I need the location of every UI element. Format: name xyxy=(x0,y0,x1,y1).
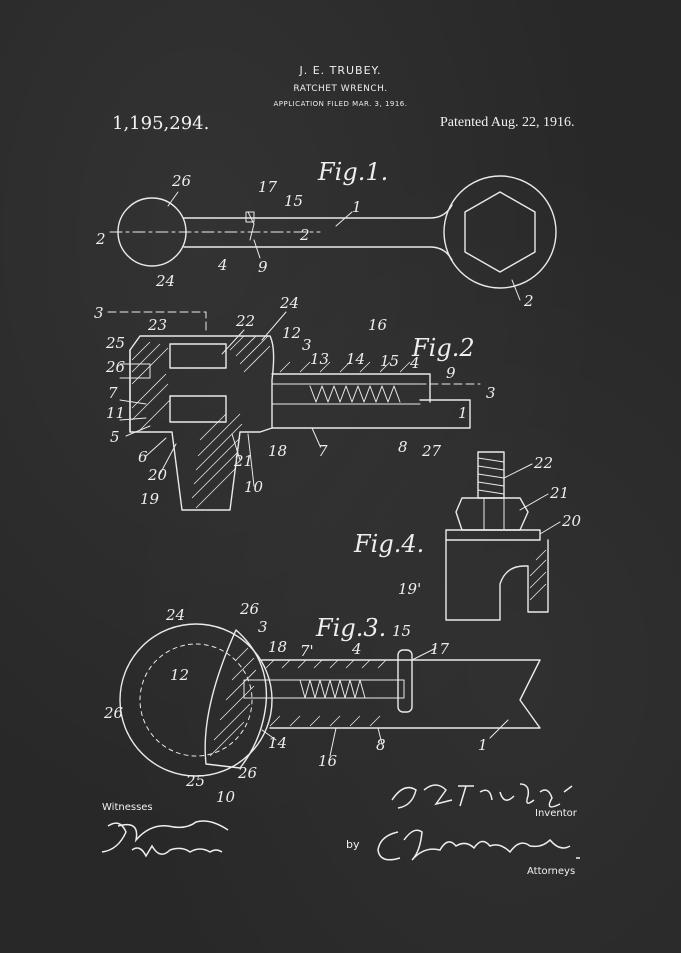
fig4-labels: 22 21 20 19' xyxy=(398,454,582,598)
label: 1 xyxy=(458,404,468,422)
label: 2 xyxy=(299,226,310,244)
label: 21 xyxy=(549,484,569,502)
label: 27 xyxy=(421,442,442,460)
inventor-signature xyxy=(391,783,573,809)
label: 26 xyxy=(103,704,124,722)
label: 7 xyxy=(318,442,328,460)
label: 16 xyxy=(318,752,338,770)
patent-number: 1,195,294. xyxy=(112,113,210,134)
label: 8 xyxy=(376,736,386,754)
label: 26 xyxy=(239,600,260,618)
label: 5 xyxy=(110,428,120,446)
label: 26 xyxy=(237,764,258,782)
label: 3 xyxy=(94,304,104,322)
label: 23 xyxy=(147,316,167,334)
label: 26 xyxy=(171,172,192,190)
attorneys-label: Attorneys xyxy=(527,866,576,877)
label: 4 xyxy=(351,640,362,658)
label: 19' xyxy=(398,580,421,598)
label: 3 xyxy=(302,336,312,354)
label: 16 xyxy=(368,316,388,334)
attorney-signature xyxy=(377,829,580,861)
fig3-wrench-cutaway: Fig.3. 24 26 3 18 7' 4 15 17 xyxy=(103,600,541,806)
application-filed: APPLICATION FILED MAR. 3, 1916. xyxy=(273,100,408,108)
witness-signature-1 xyxy=(101,820,229,853)
label: 13 xyxy=(310,350,329,368)
label: 7 xyxy=(108,384,118,402)
fig1-wrench-top-view: Fig.1. 26 17 15 1 2 2 24 4 9 2 xyxy=(95,158,557,310)
label: 12 xyxy=(170,666,189,684)
label: 15 xyxy=(392,622,411,640)
witnesses-label: Witnesses xyxy=(102,802,153,813)
label: 12 xyxy=(282,324,301,342)
patent-date: Patented Aug. 22, 1916. xyxy=(440,115,575,130)
fig4-stud-detail: Fig.4. 22 21 20 19' xyxy=(353,451,582,621)
fig3-title: Fig.3. xyxy=(315,614,386,642)
label: 14 xyxy=(346,350,365,368)
label: 20 xyxy=(147,466,168,484)
label: 26 xyxy=(105,358,126,376)
fig2-title: Fig.2 xyxy=(411,334,475,362)
label: 18 xyxy=(268,638,287,656)
label: 3 xyxy=(258,618,268,636)
label: 7' xyxy=(300,642,314,660)
label: 25 xyxy=(105,334,125,352)
label: 4 xyxy=(217,256,228,274)
label: 21 xyxy=(233,452,253,470)
label: 22 xyxy=(235,312,255,330)
fig1-title: Fig.1. xyxy=(317,158,388,186)
witness-signature-2 xyxy=(131,844,223,858)
label: 17 xyxy=(430,640,450,658)
label: 14 xyxy=(268,734,287,752)
label: 1 xyxy=(352,198,362,216)
fig3-labels: 24 26 3 18 7' 4 15 17 12 26 14 16 8 1 25… xyxy=(103,600,488,806)
label: 24 xyxy=(165,606,185,624)
inventor-header: J. E. TRUBEY. xyxy=(299,64,382,77)
label: 17 xyxy=(258,178,278,196)
label: 9 xyxy=(446,364,456,382)
label: 1 xyxy=(478,736,488,754)
label: 9 xyxy=(258,258,268,276)
fig1-labels: 26 17 15 1 2 2 24 4 9 2 xyxy=(95,172,534,310)
label: 25 xyxy=(185,772,205,790)
label: 2 xyxy=(523,292,534,310)
label: 24 xyxy=(155,272,175,290)
label: 8 xyxy=(398,438,408,456)
label: 20 xyxy=(561,512,582,530)
label: 4 xyxy=(409,354,420,372)
inventor-label: Inventor xyxy=(535,808,577,819)
label: 3 xyxy=(486,384,496,402)
fig2-labels: 3 24 22 12 23 3 16 25 26 13 14 15 4 9 3 … xyxy=(94,294,496,508)
patent-title: RATCHET WRENCH. xyxy=(293,84,388,94)
label: 24 xyxy=(279,294,299,312)
label: 15 xyxy=(284,192,303,210)
label: 19 xyxy=(140,490,160,508)
label: 10 xyxy=(216,788,236,806)
label: 15 xyxy=(380,352,399,370)
label: 18 xyxy=(268,442,287,460)
label: 2 xyxy=(95,230,106,248)
label: 10 xyxy=(244,478,264,496)
label: 11 xyxy=(106,404,125,422)
by-label: by xyxy=(346,838,360,851)
label: 6 xyxy=(138,448,148,466)
label: 22 xyxy=(533,454,553,472)
fig2-wrench-section: Fig.2 3 2 xyxy=(94,294,496,511)
fig4-title: Fig.4. xyxy=(353,530,424,558)
